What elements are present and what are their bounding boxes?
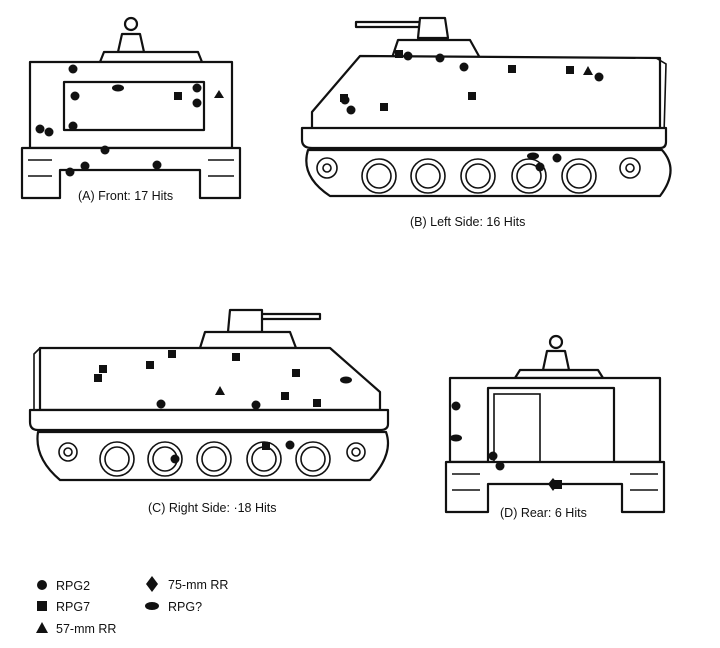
right-side-view: (C) Right Side: ·18 Hits [28,308,390,515]
front-hit-markers [35,64,224,177]
square-marker-icon [37,601,47,611]
rear-view: (D) Rear: 6 Hits [444,334,666,520]
right-side-caption: (C) Right Side: ·18 Hits [148,501,277,515]
front-caption: (A) Front: 17 Hits [78,189,173,203]
triangle-marker-icon [36,622,48,633]
legend-label: 57-mm RR [56,622,116,636]
legend-item-rpg2: RPG2 [37,579,90,593]
left-side-view: (B) Left Side: 16 Hits [300,16,672,229]
diamond-marker-icon [146,576,158,592]
rear-caption: (D) Rear: 6 Hits [500,506,587,520]
legend-label: RPG7 [56,600,90,614]
legend-label: 75-mm RR [168,578,228,592]
circle-marker-icon [37,580,47,590]
legend-item-57mm-rr: 57-mm RR [36,622,116,636]
legend-label: RPG2 [56,579,90,593]
right-side-hit-markers [94,350,352,464]
left-side-hit-markers [340,50,604,172]
legend-item-75mm-rr: 75-mm RR [146,576,228,592]
legend-item-rpg-unknown: RPG? [145,600,202,614]
front-view: (A) Front: 17 Hits [20,16,242,203]
legend: RPG2 RPG7 57-mm RR 75-mm RR RPG? [36,576,228,636]
legend-item-rpg7: RPG7 [37,600,90,614]
rear-hit-markers [450,401,562,491]
legend-label: RPG? [168,600,202,614]
left-side-caption: (B) Left Side: 16 Hits [410,215,525,229]
ellipse-marker-icon [145,602,159,610]
